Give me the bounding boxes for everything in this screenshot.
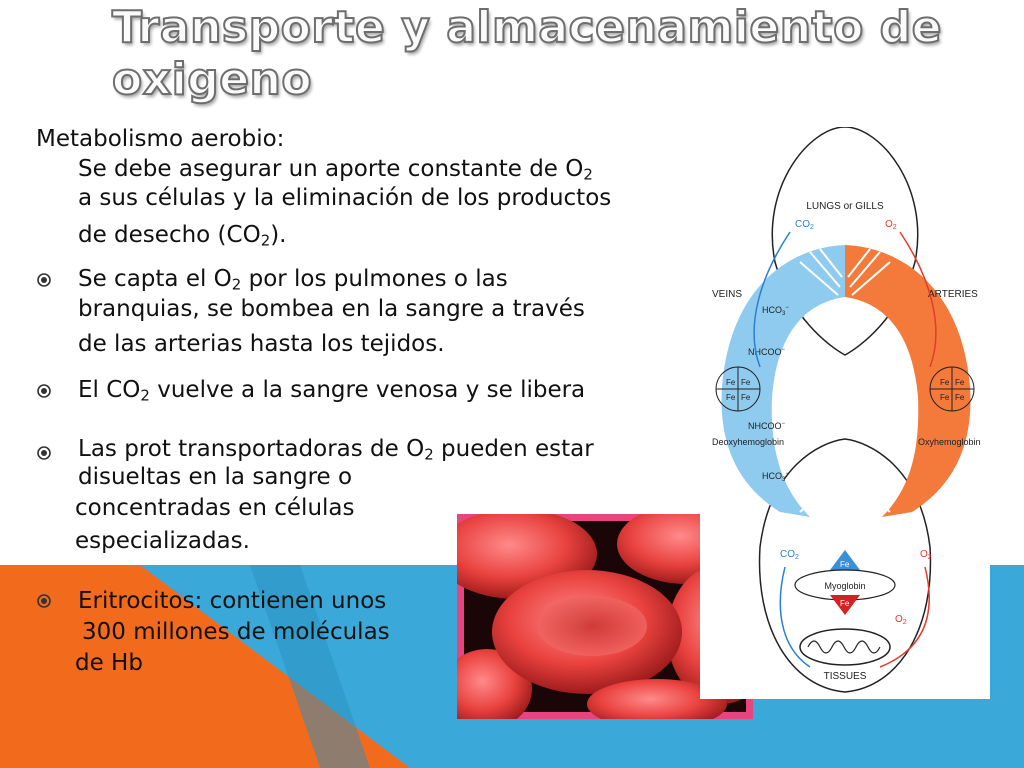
deoxyhemoglobin-label: Deoxyhemoglobin xyxy=(712,437,784,447)
nhcoo-lower-label: NHCOO− xyxy=(748,421,786,431)
title-line-2: oxigeno xyxy=(111,53,313,106)
o2-myoglobin-label: O2 xyxy=(895,614,907,626)
svg-text:Fe: Fe xyxy=(955,378,965,387)
hco3-upper-label: HCO3− xyxy=(762,305,789,317)
venous-blood-band xyxy=(721,245,845,517)
fe-red-marker xyxy=(830,595,860,615)
svg-text:Fe: Fe xyxy=(840,560,850,569)
title-line-1: Transporte y almacenamiento de xyxy=(111,1,942,54)
mitochondrion-cristae xyxy=(807,640,881,654)
co2-tissues-label: CO2 xyxy=(780,549,799,561)
red-blood-cells-photo xyxy=(457,514,753,719)
bullet-3-line-1: Las prot transportadoras de O2 pueden es… xyxy=(78,436,594,464)
mitochondrion-icon xyxy=(799,628,891,666)
radio-dot-icon xyxy=(37,273,51,287)
fe-blue-marker xyxy=(830,550,860,570)
hco3-lower-label: HCO3− xyxy=(762,471,789,483)
intro-line-2: a sus células y la eliminación de los pr… xyxy=(78,185,612,211)
bullet-2-line-1: El CO2 vuelve a la sangre venosa y se li… xyxy=(78,377,586,405)
lungs-label: LUNGS or GILLS xyxy=(806,201,884,212)
intro-heading: Metabolismo aerobio: xyxy=(36,126,285,152)
bullet-3-line-2: disueltas en la sangre o xyxy=(78,464,353,490)
bullet-4-line-3: de Hb xyxy=(75,650,143,676)
svg-text:Fe: Fe xyxy=(741,393,751,402)
arterial-blood-band xyxy=(845,245,971,517)
svg-text:Fe: Fe xyxy=(726,378,736,387)
nhcoo-upper-label: NHCOO− xyxy=(748,347,786,357)
dark-blue-stripe xyxy=(250,565,370,768)
bullet-1-line-3: de las arterias hasta los tejidos. xyxy=(78,331,445,357)
tissues-label: TISSUES xyxy=(824,671,867,682)
svg-text:Fe: Fe xyxy=(955,393,965,402)
svg-text:Fe: Fe xyxy=(940,393,950,402)
svg-text:Fe: Fe xyxy=(726,393,736,402)
radio-dot-icon xyxy=(37,594,51,608)
oxyhemoglobin-label: Oxyhemoglobin xyxy=(918,437,981,447)
myoglobin-label: Myoglobin xyxy=(824,581,865,591)
bullet-4-line-1: Eritrocitos: contienen unos xyxy=(78,588,387,614)
bullet-1-line-2: branquias, se bombea en la sangre a trav… xyxy=(78,296,585,322)
o2-lungs-label: O2 xyxy=(885,219,897,231)
veins-label: VEINS xyxy=(712,289,742,300)
slide-title: Transporte y almacenamiento de oxigeno xyxy=(111,1,1012,106)
radio-dot-icon xyxy=(37,446,51,460)
arteries-label: ARTERIES xyxy=(928,289,978,300)
bullet-3-line-3: concentradas en células xyxy=(75,495,355,521)
o2-tissues-label: O2 xyxy=(920,549,932,561)
tissue-capillary-fringes xyxy=(799,476,891,516)
lung-capillary-fringes xyxy=(799,248,891,296)
bullet-3-line-4: especializadas. xyxy=(75,528,250,554)
co2-lungs-label: CO2 xyxy=(795,219,814,231)
oxygen-transport-diagram: LUNGS or GILLS CO2 O2 VEINS ARTERIES HCO… xyxy=(700,127,990,699)
svg-text:Fe: Fe xyxy=(741,378,751,387)
flow-arrows xyxy=(753,231,937,668)
bullet-1-line-1: Se capta el O2 por los pulmones o las xyxy=(78,266,508,294)
intro-line-3: de desecho (CO2). xyxy=(78,222,287,250)
bullet-4-line-2: 300 millones de moléculas xyxy=(82,619,390,645)
svg-text:Fe: Fe xyxy=(940,378,950,387)
svg-text:Fe: Fe xyxy=(840,599,850,608)
radio-dot-icon xyxy=(37,384,51,398)
intro-line-1: Se debe asegurar un aporte constante de … xyxy=(78,156,593,184)
